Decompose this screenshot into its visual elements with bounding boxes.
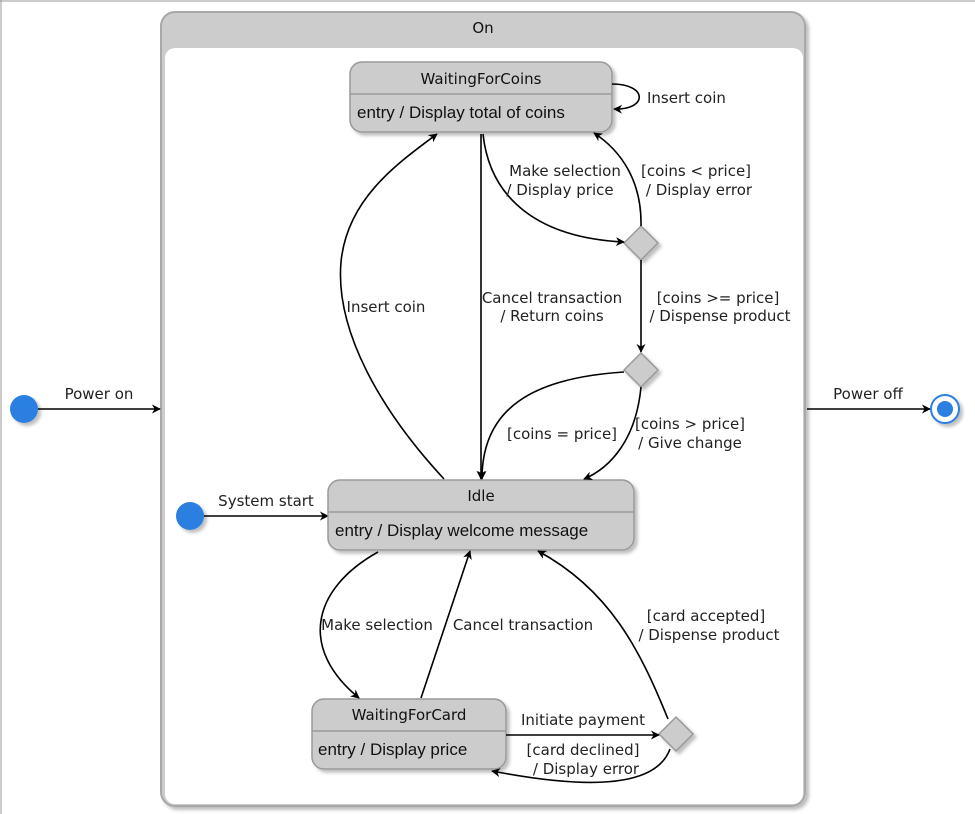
edge-coins-eq	[477, 371, 625, 480]
label-power-off: Power off	[833, 385, 903, 403]
edge-cancel-card	[420, 550, 472, 699]
state-idle[interactable]	[327, 479, 635, 551]
state-entry-action: entry / Display price	[318, 740, 467, 759]
label-insert-coin: Insert coin	[347, 298, 426, 316]
label-insert-coin-self: Insert coin	[647, 89, 726, 107]
label-cancel-card: Cancel transaction	[453, 616, 593, 634]
label-coins-eq: [coins = price]	[507, 425, 617, 443]
state-title: WaitingForCard	[352, 706, 467, 724]
label-line: [coins > price]	[635, 415, 745, 433]
inner-initial-node[interactable]	[176, 502, 204, 530]
edge-card-declined	[491, 748, 671, 784]
final-node[interactable]	[930, 394, 960, 424]
label-line: [card accepted]	[647, 607, 765, 625]
edge-coins-less	[593, 132, 642, 227]
label-line: / Give change	[638, 434, 742, 452]
label-initiate-payment: Initiate payment	[521, 711, 645, 729]
state-waiting-for-coins[interactable]	[349, 61, 613, 133]
label-line: / Display price	[506, 181, 613, 199]
label-system-start: System start	[218, 492, 314, 510]
label-line: / Dispense product	[649, 307, 790, 325]
label-line: [coins < price]	[641, 162, 751, 180]
choice-node-card-check[interactable]	[657, 715, 695, 753]
label-line: / Return coins	[500, 307, 603, 325]
label-line: Make selection	[509, 162, 621, 180]
label-power-on: Power on	[65, 385, 134, 403]
state-title: Idle	[467, 487, 494, 505]
label-line: / Dispense product	[638, 626, 779, 644]
label-line: [coins >= price]	[657, 289, 780, 307]
state-waiting-for-card[interactable]	[311, 698, 507, 770]
state-entry-action: entry / Display total of coins	[357, 103, 565, 122]
edge-insert-coin	[339, 133, 445, 480]
label-line: Cancel transaction	[482, 289, 622, 307]
composite-state-title: On	[472, 19, 493, 37]
edge-make-selection-coins	[482, 133, 625, 247]
state-entry-action: entry / Display welcome message	[335, 521, 588, 540]
edge-coins-gt	[583, 386, 642, 480]
label-line: / Display error	[646, 181, 753, 199]
label-make-selection-card: Make selection	[321, 616, 433, 634]
label-line: / Display error	[533, 760, 640, 778]
state-title: WaitingForCoins	[421, 70, 542, 88]
outer-initial-node[interactable]	[10, 395, 38, 423]
edge-make-selection-card	[319, 551, 379, 699]
label-line: [card declined]	[527, 741, 640, 759]
edge-insert-coin-self	[611, 83, 641, 114]
edge-card-accepted	[537, 550, 669, 720]
